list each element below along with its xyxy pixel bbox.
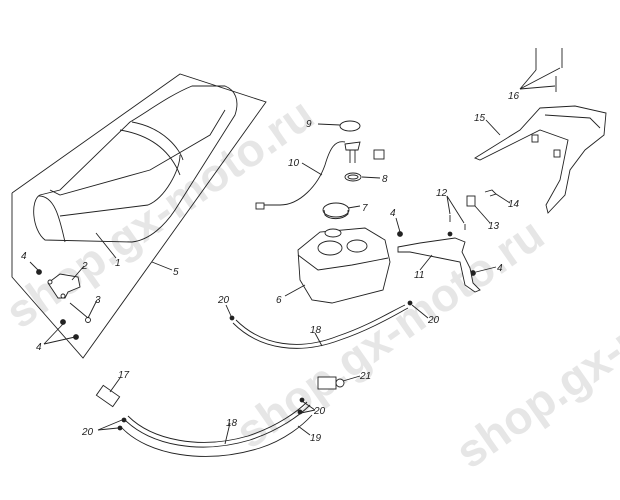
fuel-hose-upper — [232, 304, 409, 349]
callout-fuel-sender: 10 — [288, 158, 300, 169]
seat — [33, 85, 238, 243]
seat-assembly-outline — [11, 73, 267, 359]
tank-bracket — [397, 231, 481, 293]
callout-hose-clamp: 20 — [81, 427, 94, 438]
callout-fuel-hose: 19 — [310, 433, 322, 444]
hinge-bolt — [69, 302, 91, 323]
callout-hose-clamp: 20 — [217, 295, 230, 306]
fuel-hose-lower — [121, 401, 313, 457]
fuel-tank — [297, 227, 391, 304]
bolts-12 — [449, 215, 466, 230]
callout-gasket: 8 — [382, 174, 388, 185]
fuel-sender — [255, 141, 385, 210]
fuel-filter — [95, 384, 121, 408]
callout-fuel-hose: 18 — [226, 418, 238, 429]
callout-seat-assembly: 5 — [173, 267, 179, 278]
leader-lines — [29, 67, 561, 445]
gasket — [344, 172, 362, 182]
callout-fuel-valve: 21 — [359, 371, 371, 382]
callout-clip: 13 — [488, 221, 500, 232]
fuel-cap — [322, 202, 350, 220]
callout-nut: 4 — [497, 263, 503, 274]
rear-carrier — [474, 105, 607, 214]
callout-labels: 1 2 3 4 5 4 6 7 8 9 10 11 4 4 12 13 14 1… — [21, 91, 520, 444]
carrier-bolts — [535, 48, 563, 92]
clip-13 — [466, 195, 476, 207]
fuel-valve — [317, 376, 345, 390]
callout-seat-hinge: 2 — [81, 261, 88, 272]
callout-clip: 14 — [508, 199, 520, 210]
callout-seat: 1 — [115, 258, 121, 269]
callout-fuel-cap: 7 — [362, 203, 368, 214]
clip-14 — [484, 189, 497, 197]
callout-fuel-filter: 17 — [118, 370, 130, 381]
callout-sender-plate: 9 — [306, 119, 312, 130]
callout-nut: 4 — [390, 208, 396, 219]
callout-carrier-bolts: 16 — [508, 91, 520, 102]
callout-tank-bracket: 11 — [414, 270, 424, 281]
callout-hose-clamp: 20 — [313, 406, 326, 417]
callout-nut: 4 — [21, 251, 27, 262]
callout-fuel-hose: 18 — [310, 325, 322, 336]
callout-fuel-tank: 6 — [276, 295, 282, 306]
callout-rear-carrier: 15 — [474, 113, 486, 124]
callout-bolts: 12 — [436, 188, 448, 199]
svg-text:shop.gx-moto.ru: shop.gx-moto.ru — [0, 87, 323, 338]
callout-nut: 4 — [36, 342, 42, 353]
hose-clamps — [117, 300, 413, 431]
sender-plate — [339, 120, 361, 132]
callout-hinge-bolt: 3 — [95, 295, 101, 306]
callout-hose-clamp: 20 — [427, 315, 440, 326]
